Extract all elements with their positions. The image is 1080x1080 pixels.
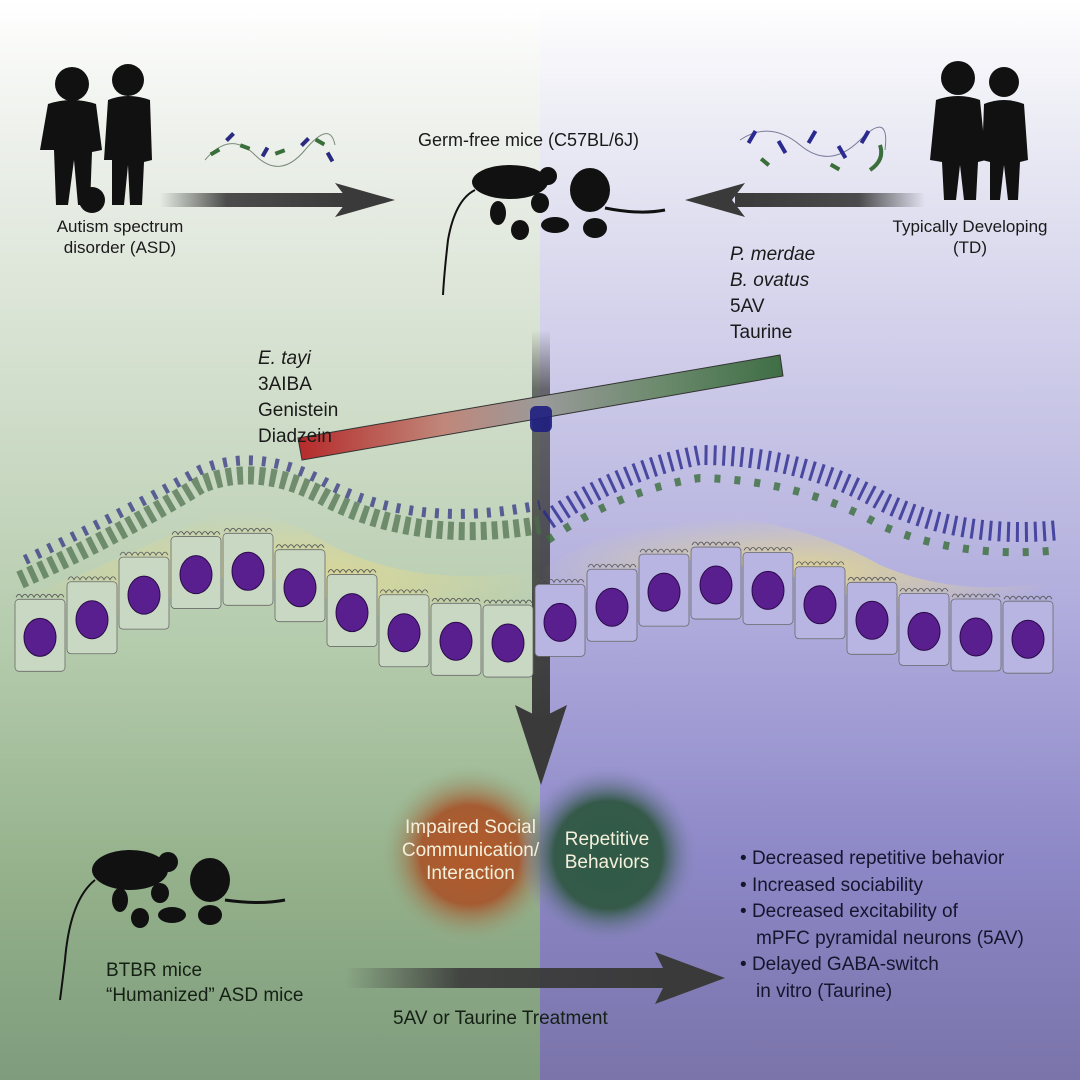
cell-nucleus — [959, 617, 993, 657]
cell-nucleus — [907, 611, 941, 651]
microvilli — [587, 563, 637, 569]
cell-nucleus — [387, 613, 421, 653]
asd-enriched-item: E. tayi — [258, 348, 311, 369]
outcome-item: • Decreased excitability of — [740, 901, 958, 922]
germ-free-mice-icon — [442, 165, 666, 296]
microvilli — [951, 593, 1001, 598]
social-deficit-label: Impaired Social Communication/ Interacti… — [388, 816, 553, 885]
cell-nucleus — [1011, 619, 1045, 659]
repetitive-behavior-circle — [518, 765, 698, 945]
mouse-models-label: BTBR mice “Humanized” ASD mice — [106, 958, 303, 1008]
germ-free-label: Germ-free mice (C57BL/6J) — [418, 130, 640, 150]
pivot-marker — [530, 406, 552, 432]
microvilli — [15, 593, 65, 599]
microvilli — [379, 589, 429, 594]
asd-enriched-item: Diadzein — [258, 426, 332, 447]
td-enriched-item: 5AV — [730, 296, 765, 317]
td-enriched-item: B. ovatus — [730, 270, 810, 291]
cell-nucleus — [595, 587, 629, 627]
outcome-item-cont: mPFC pyramidal neurons (5AV) — [756, 927, 1024, 949]
treatment-outcomes-list: • Decreased repetitive behavior • Increa… — [740, 846, 1024, 1005]
microvilli — [119, 551, 169, 557]
td-children-icon — [930, 61, 1028, 200]
microvilli — [691, 541, 741, 546]
asd-donor-label: Autism spectrum disorder (ASD) — [30, 216, 210, 258]
asd-label-line1: Autism spectrum — [56, 217, 184, 236]
cell-nucleus — [699, 565, 733, 605]
td-transfer-arrow — [685, 183, 925, 217]
td-enriched-item: P. merdae — [730, 244, 816, 265]
epithelial-cells — [14, 527, 1054, 678]
cell-nucleus — [647, 572, 681, 612]
td-microbiota-icon — [739, 126, 887, 172]
models-line2: “Humanized” ASD mice — [106, 985, 304, 1006]
asd-microbiota-icon — [204, 132, 336, 167]
social-line1: Impaired Social — [405, 817, 536, 838]
social-line2: Communication/ — [401, 840, 540, 861]
cell-nucleus — [803, 585, 837, 625]
microvilli — [535, 578, 585, 584]
social-deficit-circle — [380, 765, 560, 945]
microvilli — [1003, 595, 1053, 601]
microvilli — [847, 576, 897, 582]
cell-nucleus — [179, 555, 213, 595]
microvilli — [275, 544, 325, 549]
cell-nucleus — [231, 551, 265, 591]
microvilli — [171, 531, 221, 536]
microvilli — [327, 569, 377, 574]
outcome-item: • Increased sociability — [740, 874, 924, 896]
asd-children-icon — [40, 64, 152, 213]
models-line1: BTBR mice — [106, 960, 203, 981]
repetitive-line2: Behaviors — [564, 852, 650, 873]
asd-enriched-item: Genistein — [258, 400, 339, 421]
cell-nucleus — [23, 617, 57, 657]
td-donor-label: Typically Developing (TD) — [870, 216, 1070, 258]
microvilli — [67, 576, 117, 581]
microvilli — [223, 527, 273, 533]
microvilli — [899, 587, 949, 593]
cell-nucleus — [335, 593, 369, 633]
cell-nucleus — [127, 575, 161, 615]
microvilli — [639, 548, 689, 554]
cell-nucleus — [543, 602, 577, 642]
cell-nucleus — [75, 600, 109, 640]
repetitive-behavior-label: Repetitive Behaviors — [552, 828, 662, 874]
cell-nucleus — [439, 621, 473, 661]
metabolite-balance-bar — [297, 354, 784, 461]
td-enriched-list: P. merdae B. ovatus 5AV Taurine — [730, 242, 815, 346]
microvilli — [743, 546, 793, 552]
treatment-arrow — [345, 952, 725, 1004]
asd-enriched-item: 3AIBA — [258, 374, 312, 395]
treatment-label: 5AV or Taurine Treatment — [393, 1008, 608, 1029]
asd-label-line2: disorder (ASD) — [63, 238, 177, 257]
btbr-mice-icon — [59, 850, 286, 1001]
microvilli — [483, 599, 533, 604]
asd-enriched-list: E. tayi 3AIBA Genistein Diadzein — [258, 346, 338, 450]
outcome-item: • Delayed GABA-switch — [740, 954, 939, 975]
microvilli — [431, 597, 481, 603]
cell-nucleus — [751, 570, 785, 610]
cell-nucleus — [491, 623, 525, 663]
repetitive-line1: Repetitive — [564, 829, 650, 850]
td-label-line1: Typically Developing — [892, 217, 1048, 236]
outcome-item-cont: in vitro (Taurine) — [756, 980, 893, 1002]
outcome-item: • Decreased repetitive behavior — [740, 848, 1005, 869]
microvilli — [795, 561, 845, 566]
cell-nucleus — [283, 568, 317, 608]
social-line3: Interaction — [426, 863, 515, 884]
td-enriched-item: Taurine — [730, 322, 793, 343]
cell-nucleus — [855, 600, 889, 640]
td-label-line2: (TD) — [953, 238, 987, 257]
asd-transfer-arrow — [160, 183, 395, 217]
